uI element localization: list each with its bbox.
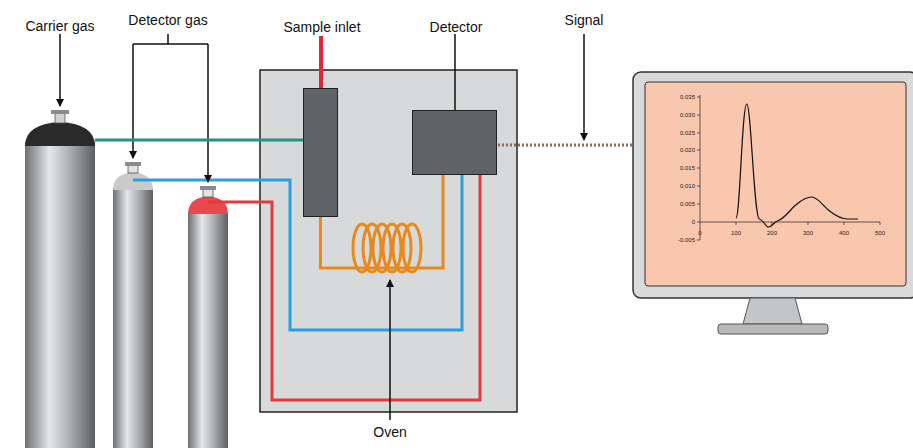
instrument-box: Detector: [412, 110, 497, 175]
part-label: Sample inlet: [283, 19, 360, 35]
axis-tick-label: 100: [731, 230, 741, 237]
axis-tick-label: 200: [767, 230, 777, 237]
detector-gas-cylinder: [188, 186, 228, 448]
axis-tick-label: 0.035: [680, 94, 695, 101]
instrument-box: Sample inlet: [303, 88, 338, 217]
axis-tick-label: 0: [698, 230, 701, 237]
axis-tick-label: 0.005: [680, 201, 695, 208]
part-label: Detector gas: [128, 12, 207, 28]
carrier-cylinder: [25, 110, 95, 448]
part-label: Signal: [565, 12, 604, 28]
gas-line: [321, 175, 444, 268]
axis-tick-label: 0.015: [680, 165, 695, 172]
gas-line: [95, 139, 303, 142]
detector-gas-cylinder: [113, 162, 153, 448]
oven-coil: [353, 224, 421, 272]
axis-tick-label: 0: [692, 219, 695, 226]
axis-tick-label: -0.005: [678, 237, 695, 244]
axis-tick-label: 0.025: [680, 130, 695, 137]
axis-tick-label: 500: [875, 230, 885, 237]
part-label: Oven: [373, 424, 406, 440]
part-label: Detector: [430, 19, 483, 35]
axis-tick-label: 0.030: [680, 112, 695, 119]
gas-cylinder: Carrier gas: [25, 122, 95, 448]
axis-tick-label: 300: [803, 230, 813, 237]
part-label: Carrier gas: [25, 18, 94, 34]
axis-tick-label: 0.020: [680, 147, 695, 154]
axis-tick-label: 400: [839, 230, 849, 237]
axis-tick-label: 0.010: [680, 183, 695, 190]
